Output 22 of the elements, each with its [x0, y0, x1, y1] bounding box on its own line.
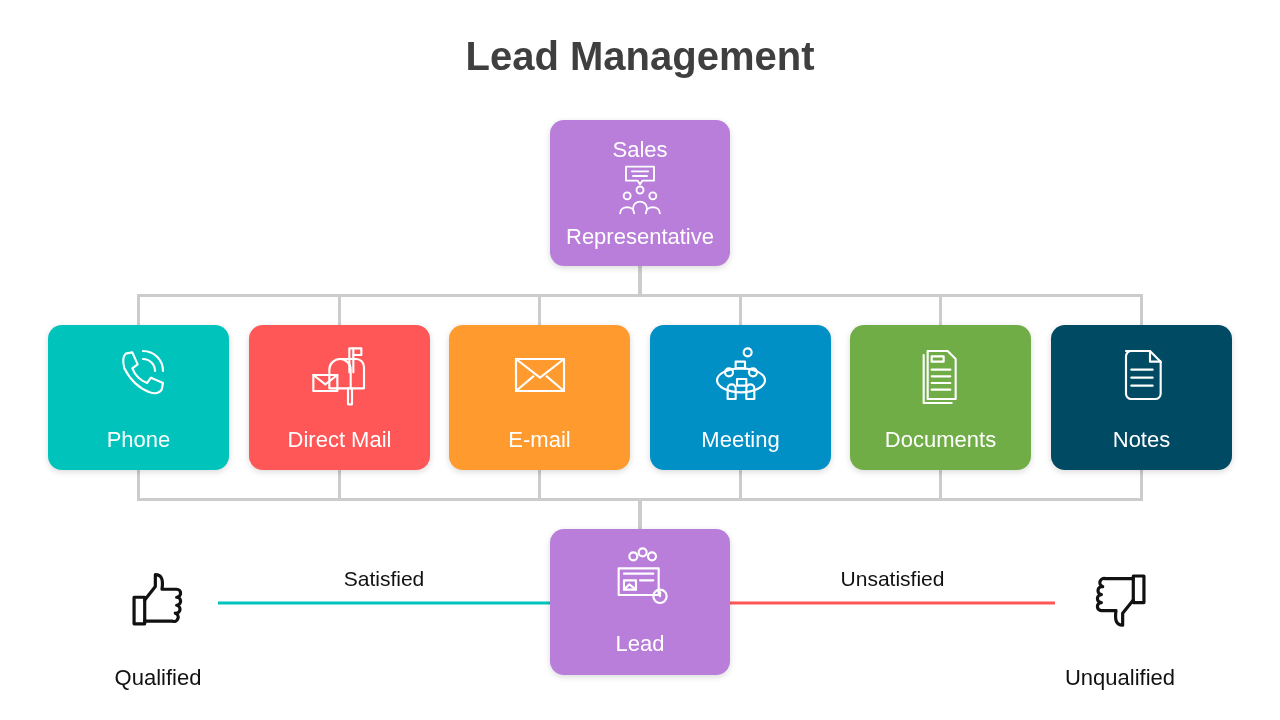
card-label: Documents [884, 426, 997, 453]
card-label: Sales [612, 136, 668, 162]
channel-card [249, 325, 430, 470]
channel-card [1051, 325, 1232, 470]
card-label: Meeting [701, 426, 780, 453]
lead-card [550, 529, 730, 675]
card-label: Unqualified [1064, 664, 1176, 690]
connector [730, 601, 1055, 605]
channel-card [650, 325, 831, 470]
card-label: Representative [566, 224, 714, 250]
card-label: Phone [106, 426, 171, 453]
connector [218, 601, 550, 605]
channel-card [449, 325, 630, 470]
card-label: Qualified [114, 664, 202, 690]
card-label: Direct Mail [287, 426, 392, 453]
card-label: Lead [615, 631, 665, 657]
channel-card [48, 325, 229, 470]
channel-card [850, 325, 1031, 470]
card-label: Notes [1112, 426, 1171, 453]
diagram-title: Lead Management [464, 34, 816, 79]
role-card [550, 120, 730, 266]
card-label: E-mail [508, 426, 571, 453]
